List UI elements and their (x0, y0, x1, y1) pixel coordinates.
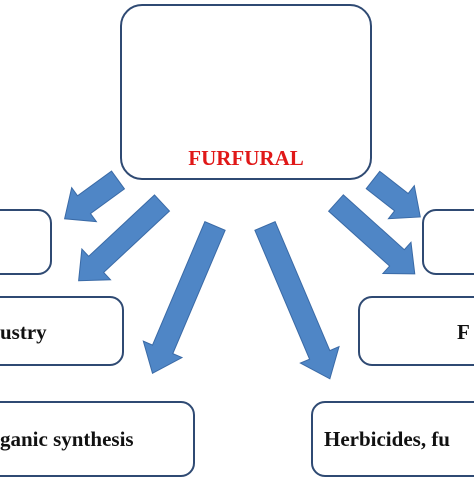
arrow-to-right-mid (327, 194, 416, 275)
box-right-bottom (311, 401, 474, 477)
box-left-mid-label: ustry (0, 320, 47, 344)
center-box (120, 4, 372, 180)
box-right-mid-label: F (457, 320, 470, 344)
box-left-bottom (0, 401, 195, 477)
arrow-to-left-bottom (142, 221, 226, 375)
arrow-to-left-top (63, 170, 126, 223)
furfural-title: FURFURAL (188, 146, 304, 170)
box-right-bottom-label: Herbicides, fu (324, 427, 450, 451)
box-right-top (422, 209, 474, 275)
arrows (63, 170, 421, 380)
arrow-to-right-top (365, 170, 421, 220)
arrow-to-left-mid (78, 194, 171, 282)
box-left-bottom-label: ganic synthesis (0, 427, 134, 451)
arrow-to-right-bottom (254, 221, 340, 380)
box-right-mid (358, 296, 474, 366)
box-left-top (0, 209, 52, 275)
box-left-mid (0, 296, 124, 366)
